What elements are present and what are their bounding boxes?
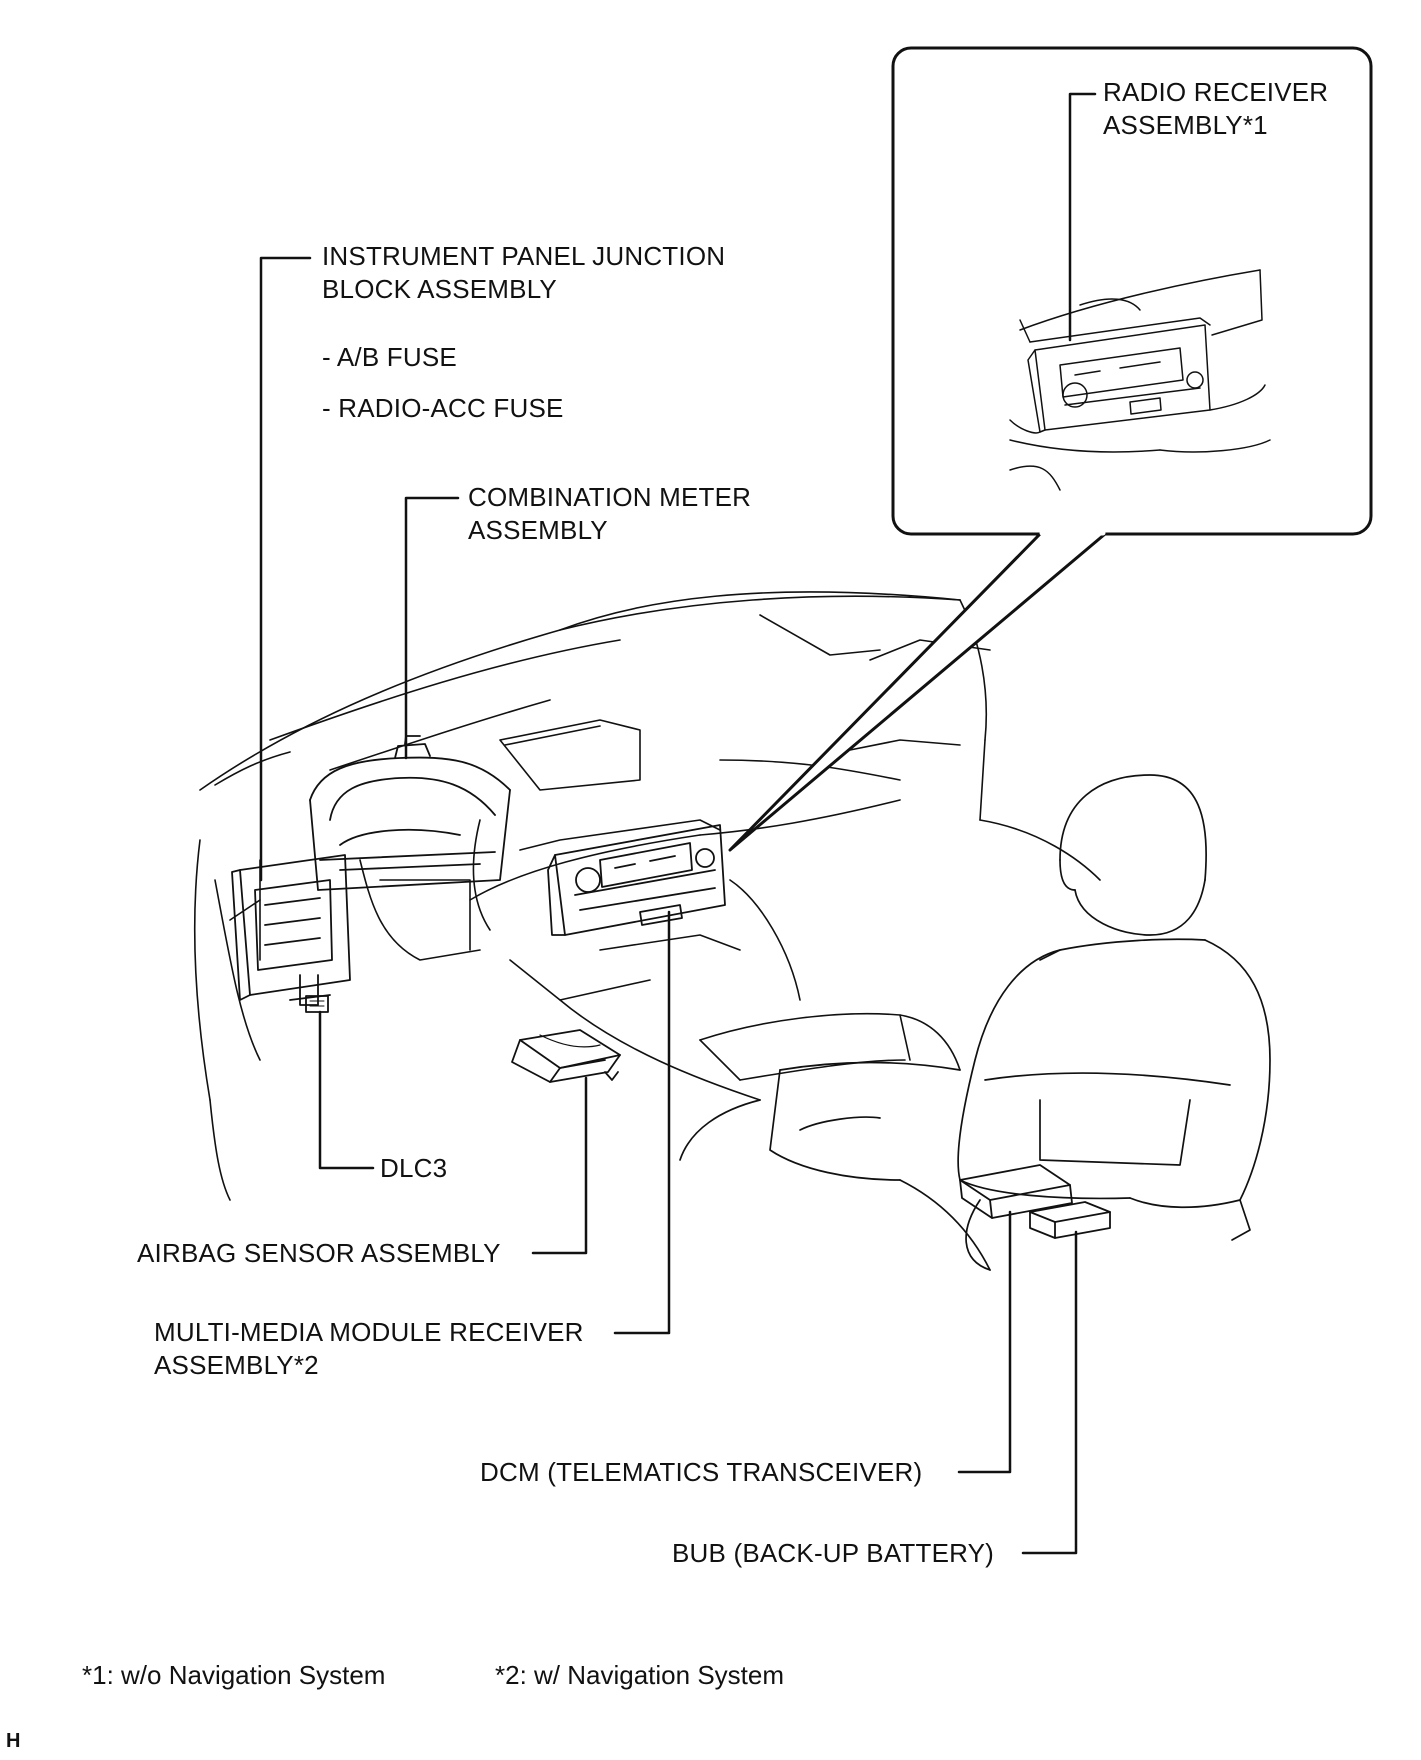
radio-acc-fuse-label: - RADIO-ACC FUSE — [322, 393, 564, 423]
combination-meter-label: COMBINATION METER ASSEMBLY — [468, 481, 751, 547]
ab-fuse-label: - A/B FUSE — [322, 342, 457, 372]
airbag-sensor-drawing — [511, 1029, 621, 1083]
multimedia-receiver-label-line1: MULTI-MEDIA MODULE RECEIVER — [154, 1317, 584, 1347]
dashboard-outline — [193, 591, 1101, 1201]
junction-block-label-line1: INSTRUMENT PANEL JUNCTION — [322, 241, 726, 271]
center-stack-drawing — [547, 824, 726, 936]
radio-receiver-label-line1: RADIO RECEIVER — [1103, 77, 1329, 107]
multimedia-receiver-label-line2: ASSEMBLY*2 — [154, 1350, 319, 1380]
combination-meter-label-line1: COMBINATION METER — [468, 482, 752, 512]
radio-receiver-label-line2: ASSEMBLY*1 — [1103, 110, 1268, 140]
bub-label: BUB (BACK-UP BATTERY) — [672, 1538, 995, 1568]
combination-meter-label-line2: ASSEMBLY — [468, 515, 608, 545]
dlc3-label: DLC3 — [380, 1153, 448, 1183]
footnote-2: *2: w/ Navigation System — [495, 1660, 785, 1690]
footnote-1: *1: w/o Navigation System — [82, 1660, 386, 1690]
bub-drawing — [1029, 1201, 1111, 1239]
junction-block-drawing — [231, 854, 351, 1006]
junction-block-label: INSTRUMENT PANEL JUNCTION BLOCK ASSEMBLY — [322, 240, 725, 306]
junction-block-label-line2: BLOCK ASSEMBLY — [322, 274, 557, 304]
airbag-sensor-label: AIRBAG SENSOR ASSEMBLY — [137, 1238, 501, 1268]
seat-drawing — [679, 774, 1271, 1271]
radio-receiver-inset — [728, 46, 1373, 852]
multimedia-receiver-label: MULTI-MEDIA MODULE RECEIVER ASSEMBLY*2 — [154, 1316, 584, 1382]
corner-code: H — [6, 1730, 21, 1752]
dcm-label: DCM (TELEMATICS TRANSCEIVER) — [480, 1457, 923, 1487]
radio-receiver-label: RADIO RECEIVER ASSEMBLY*1 — [1103, 76, 1328, 142]
dcm-drawing — [959, 1164, 1073, 1219]
center-console-drawing — [699, 1012, 961, 1081]
combination-meter-drawing — [309, 735, 511, 891]
dlc3-drawing — [305, 995, 329, 1013]
leader-lines — [259, 92, 1097, 1555]
